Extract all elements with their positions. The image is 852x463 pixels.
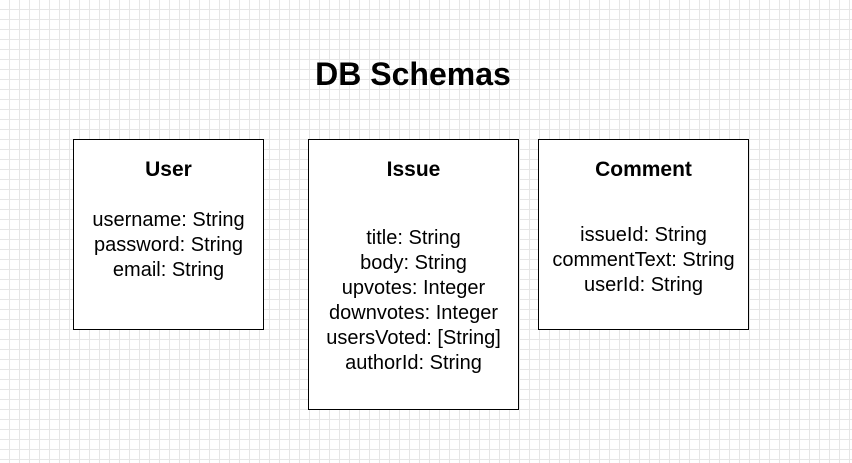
field-item: usersVoted: [String] (326, 327, 501, 349)
field-list: title: String body: String upvotes: Inte… (309, 226, 518, 376)
field-item: upvotes: Integer (341, 277, 486, 299)
field-item: commentText: String (552, 249, 735, 271)
field-item: issueId: String (580, 224, 707, 246)
entity-title: Comment (595, 158, 692, 181)
field-item: email: String (112, 259, 225, 281)
entity-title: Issue (386, 158, 441, 181)
field-item: downvotes: Integer (329, 302, 498, 324)
field-item: password: String (94, 234, 243, 256)
field-item: body: String (360, 252, 467, 274)
entity-box-user[interactable]: User username: String password: String e… (73, 139, 264, 330)
field-list: username: String password: String email:… (74, 208, 263, 283)
field-item: authorId: String (345, 352, 482, 374)
entity-title: User (145, 158, 192, 181)
diagram-title: DB Schemas (315, 56, 511, 92)
field-item: userId: String (584, 274, 703, 296)
entity-box-issue[interactable]: Issue title: String body: String upvotes… (308, 139, 519, 410)
field-list: issueId: String commentText: String user… (539, 223, 748, 298)
entity-box-comment[interactable]: Comment issueId: String commentText: Str… (538, 139, 749, 330)
field-item: title: String (366, 227, 461, 249)
field-item: username: String (92, 209, 245, 231)
